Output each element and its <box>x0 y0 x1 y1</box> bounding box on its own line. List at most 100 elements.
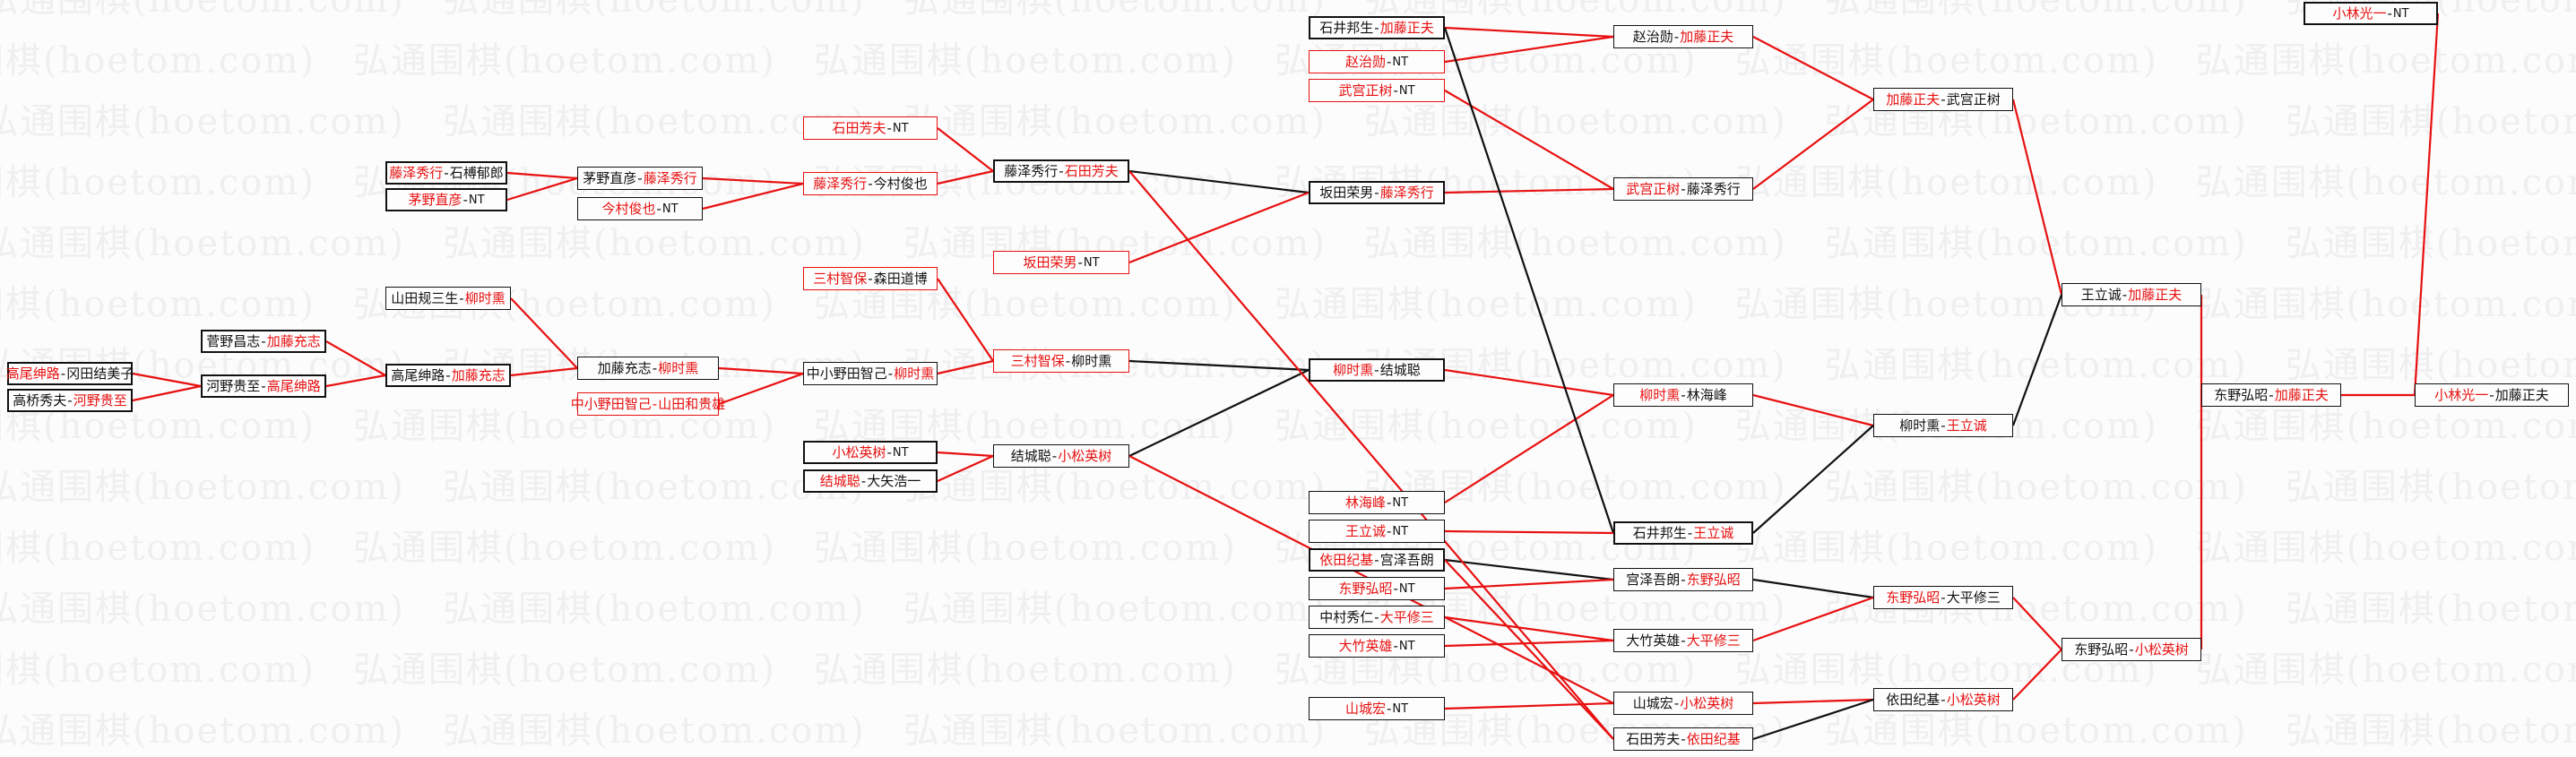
match-player-left: 山城宏 <box>1344 700 1386 717</box>
match-node[interactable]: 中村秀仁-大平修三 <box>1309 606 1445 629</box>
match-separator: - <box>2129 641 2134 658</box>
match-player-left: 东野弘昭 <box>1886 589 1941 606</box>
match-player-right: NT <box>468 193 485 207</box>
match-player-left: 石田芳夫 <box>1626 730 1681 747</box>
match-player-left: 赵治勋 <box>1344 53 1386 70</box>
match-node[interactable]: 石田芳夫-依田纪基 <box>1613 727 1753 751</box>
bracket-connector <box>2011 294 2063 426</box>
match-node[interactable]: 高尾绅路-冈田结美子 <box>6 362 134 385</box>
match-node[interactable]: 东野弘昭-大平修三 <box>1873 586 2013 609</box>
match-node[interactable]: 三村智保-森田道博 <box>803 267 938 290</box>
match-player-right: 山田和贵雄 <box>658 395 726 412</box>
match-node[interactable]: 河野贵至-高尾绅路 <box>201 374 326 398</box>
match-player-left: 高尾绅路 <box>391 366 445 383</box>
match-node[interactable]: 三村智保-柳时熏 <box>993 349 1129 373</box>
match-player-right: 藤泽秀行 <box>1379 184 1434 201</box>
match-node[interactable]: 今村俊也-NT <box>577 197 703 220</box>
match-player-left: 石井邦生 <box>1319 19 1374 36</box>
match-node[interactable]: 石井邦生-王立诚 <box>1613 521 1753 545</box>
match-separator: - <box>1051 447 1058 464</box>
match-player-right: 大平修三 <box>1379 608 1434 625</box>
match-node[interactable]: 高尾绅路-加藤充志 <box>385 364 511 387</box>
bracket-connector <box>702 176 804 185</box>
bracket-connector <box>937 454 994 483</box>
match-node[interactable]: 大竹英雄-NT <box>1309 634 1445 658</box>
match-node[interactable]: 加藤正夫-武宫正树 <box>1873 88 2013 111</box>
match-separator: - <box>1687 524 1693 541</box>
match-node[interactable]: 中小野田智己-柳时熏 <box>803 362 938 385</box>
bracket-connector <box>506 176 578 202</box>
match-node[interactable]: 小林光一-NT <box>2304 2 2438 25</box>
match-node[interactable]: 宫泽吾朗-东野弘昭 <box>1613 568 1753 591</box>
match-node[interactable]: 结城聪-小松英树 <box>993 444 1129 468</box>
match-separator: - <box>1941 417 1946 434</box>
match-node[interactable]: 高桥秀夫-河野贵至 <box>7 389 133 412</box>
match-separator: - <box>652 359 658 376</box>
bracket-connector <box>1752 425 1874 534</box>
match-node[interactable]: 山城宏-小松英树 <box>1613 692 1753 715</box>
match-node[interactable]: 柳时熏-王立诚 <box>1873 414 2013 437</box>
match-node[interactable]: 大竹英雄-大平修三 <box>1613 629 1753 652</box>
match-node[interactable]: 石田芳夫-NT <box>803 116 938 140</box>
match-node[interactable]: 林海峰-NT <box>1309 491 1445 514</box>
match-node[interactable]: 王立诚-NT <box>1309 520 1445 543</box>
match-node[interactable]: 加藤充志-柳时熏 <box>577 357 719 380</box>
match-node[interactable]: 坂田荣男-NT <box>993 251 1129 274</box>
match-node[interactable]: 菅野昌志-加藤充志 <box>201 330 326 353</box>
match-player-left: 坂田荣男 <box>1319 184 1374 201</box>
bracket-connector <box>325 374 386 388</box>
match-separator: - <box>886 443 892 460</box>
match-separator: - <box>1941 589 1946 606</box>
match-node[interactable]: 武宫正树-NT <box>1309 79 1445 102</box>
match-player-right: 结城聪 <box>1379 361 1421 378</box>
match-separator: - <box>261 377 266 394</box>
match-player-left: 菅野昌志 <box>206 332 261 349</box>
match-node[interactable]: 赵治勋-NT <box>1309 50 1445 73</box>
match-node[interactable]: 小林光一-加藤正夫 <box>2415 383 2569 407</box>
match-node[interactable]: 石井邦生-加藤正夫 <box>1309 16 1445 39</box>
match-node[interactable]: 柳时熏-林海峰 <box>1613 383 1753 407</box>
match-node[interactable]: 藤泽秀行-石榑郁郎 <box>385 161 507 185</box>
bracket-connector <box>1444 559 1614 740</box>
match-node[interactable]: 山城宏-NT <box>1309 697 1445 720</box>
match-player-right: 大平修三 <box>1686 632 1741 649</box>
match-player-left: 石井邦生 <box>1632 524 1687 541</box>
watermark-text: 弘通围棋(hoetom.com) 弘通围棋(hoetom.com) 弘通围棋(h… <box>0 223 2576 264</box>
match-node[interactable]: 山田规三生-柳时熏 <box>385 287 511 310</box>
match-player-right: NT <box>2392 6 2409 21</box>
bracket-connector <box>1444 90 1614 190</box>
match-node[interactable]: 中小野田智己-山田和贵雄 <box>571 392 725 416</box>
match-node[interactable]: 依田纪基-宫泽吾朗 <box>1309 548 1445 572</box>
match-node[interactable]: 柳时熏-结城聪 <box>1309 358 1445 382</box>
match-separator: - <box>637 169 643 186</box>
match-player-left: 结城聪 <box>819 472 860 489</box>
match-node[interactable]: 依田纪基-小松英树 <box>1873 688 2013 711</box>
match-player-right: 东野弘昭 <box>1686 571 1741 588</box>
match-node[interactable]: 小松英树-NT <box>803 441 938 464</box>
bracket-connector <box>132 372 202 388</box>
match-node[interactable]: 东野弘昭-加藤正夫 <box>2201 383 2341 407</box>
bracket-connector <box>1128 359 1310 372</box>
match-node[interactable]: 茅野直彦-NT <box>385 188 507 211</box>
match-player-left: 石田芳夫 <box>832 119 886 136</box>
match-node[interactable]: 藤泽秀行-石田芳夫 <box>993 159 1129 183</box>
match-player-right: NT <box>1392 701 1409 716</box>
match-node[interactable]: 东野弘昭-小松英树 <box>2062 638 2201 661</box>
bracket-connector <box>1128 169 1310 194</box>
bracket-connector <box>718 372 804 406</box>
match-node[interactable]: 结城聪-大矢浩一 <box>803 469 938 493</box>
match-node[interactable]: 东野弘昭-NT <box>1309 577 1445 600</box>
match-separator: - <box>1065 352 1071 369</box>
match-node[interactable]: 藤泽秀行-今村俊也 <box>803 172 938 195</box>
bracket-connector <box>718 366 804 375</box>
match-node[interactable]: 坂田荣男-藤泽秀行 <box>1309 181 1445 204</box>
match-separator: - <box>1386 53 1392 70</box>
bracket-connector <box>937 169 994 185</box>
match-node[interactable]: 王立诚-加藤正夫 <box>2062 283 2201 306</box>
match-player-right: NT <box>1083 255 1100 270</box>
match-node[interactable]: 茅野直彦-藤泽秀行 <box>577 167 703 190</box>
bracket-connector <box>510 297 578 369</box>
match-node[interactable]: 赵治勋-加藤正夫 <box>1613 25 1753 48</box>
match-player-left: 依田纪基 <box>1319 551 1374 568</box>
match-node[interactable]: 武宫正树-藤泽秀行 <box>1613 177 1753 201</box>
